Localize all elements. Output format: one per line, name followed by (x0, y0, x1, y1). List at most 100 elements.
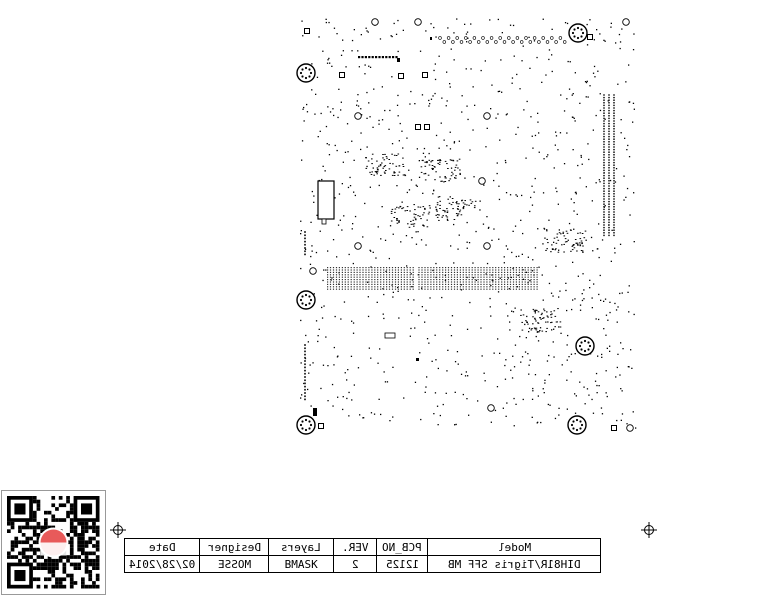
mounting-hole-via (308, 420, 311, 423)
via-dot (352, 332, 355, 334)
ic-pad (535, 329, 538, 331)
dimm-pin (335, 281, 338, 283)
dimm-pin (498, 288, 500, 290)
dimm-pin (359, 274, 361, 276)
dimm-pin (388, 276, 391, 278)
via-dot (611, 229, 613, 231)
via-dot (351, 140, 353, 142)
dimm-pin (377, 286, 379, 288)
via-dot (574, 353, 576, 355)
via-dot (367, 315, 370, 318)
dimm-pin (344, 267, 346, 269)
dimm-pin (442, 281, 444, 283)
dimm-pin (436, 288, 438, 290)
header-pin (304, 366, 306, 369)
via-dot (508, 288, 510, 290)
ic-pad (543, 310, 546, 312)
via-dot (568, 88, 571, 90)
ic-pad (410, 223, 413, 225)
via-dot (449, 324, 451, 326)
via-dot (352, 322, 355, 324)
ic-pad (439, 208, 441, 209)
dimm-pin (442, 267, 444, 269)
via-dot (484, 380, 486, 382)
via-dot (632, 121, 634, 123)
via-dot (523, 109, 525, 111)
dimm-pin (468, 279, 470, 281)
via-dot (453, 59, 455, 61)
dimm-pin (450, 267, 453, 269)
dimm-pin (515, 288, 517, 290)
dimm-pin (403, 286, 405, 288)
qr-module (7, 551, 11, 556)
header-pin (613, 135, 615, 138)
via-dot (414, 103, 416, 105)
io-pad (378, 56, 381, 59)
dimm-pin (400, 279, 402, 281)
via-dot (458, 140, 460, 142)
ic-pad (415, 214, 417, 216)
header-pin (304, 392, 306, 394)
ic-pad (417, 215, 419, 217)
via-dot (589, 85, 591, 87)
via-dot (384, 381, 387, 383)
header-pin (603, 104, 605, 107)
via-dot (446, 71, 448, 73)
ic-pad (374, 171, 377, 173)
dimm-pin (421, 288, 423, 290)
dimm-pin (368, 271, 370, 273)
via-dot (595, 182, 597, 184)
via-dot (359, 414, 361, 416)
qr-module (95, 525, 100, 530)
via-dot (548, 374, 550, 376)
ic-pad (413, 213, 415, 215)
dimm-pin (397, 286, 399, 288)
io-pad (562, 40, 567, 44)
dimm-pin (412, 279, 414, 281)
qr-module (32, 547, 37, 552)
qr-module (92, 562, 96, 567)
dimm-pin (509, 283, 512, 285)
qr-module (58, 503, 63, 508)
qr-module (55, 562, 59, 567)
via-dot (592, 250, 594, 252)
via-dot (620, 388, 622, 390)
dimm-pin (468, 286, 470, 288)
square-pad (424, 124, 430, 130)
via-dot (596, 248, 598, 250)
via-dot (517, 274, 519, 276)
via-dot (466, 241, 468, 243)
dimm-pin (335, 283, 338, 285)
dimm-pin (433, 283, 435, 285)
via-dot (493, 228, 495, 230)
qr-module (36, 540, 41, 545)
dimm-pin (400, 267, 402, 269)
via-dot (435, 36, 437, 38)
header-pin (603, 195, 605, 198)
dimm-pin (409, 271, 411, 273)
via-dot (388, 128, 390, 130)
ic-pad (460, 214, 463, 216)
via-dot (591, 307, 593, 309)
dimm-pin (386, 276, 388, 278)
dimm-pin (403, 276, 405, 278)
ic-pad (535, 327, 538, 329)
via-dot (313, 201, 315, 203)
dimm-pin (362, 274, 364, 276)
ic-pad (422, 206, 425, 208)
via-dot (301, 159, 303, 161)
via-dot (441, 97, 443, 99)
via-dot (520, 361, 522, 363)
header-pin (304, 231, 306, 233)
via-dot (620, 342, 622, 344)
ic-pad (449, 178, 452, 180)
dimm-pin (338, 267, 340, 269)
ic-pad (393, 175, 396, 176)
via-dot (481, 355, 483, 357)
mounting-hole-via (572, 427, 575, 430)
ic-pad (371, 158, 373, 160)
via-dot (342, 39, 344, 41)
mounting-hole-via (299, 298, 303, 302)
via-dot (512, 267, 514, 270)
dimm-pin (468, 271, 470, 273)
